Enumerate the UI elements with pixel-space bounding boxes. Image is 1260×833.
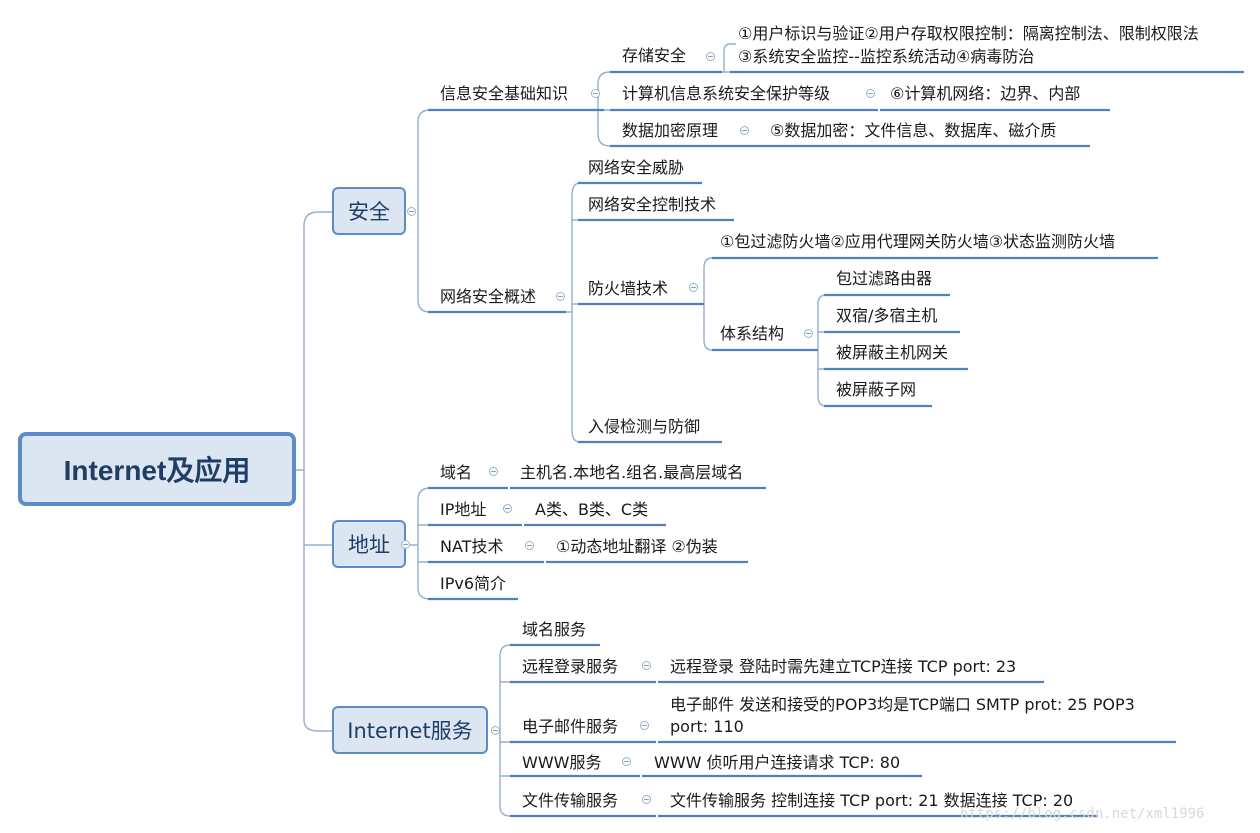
connector-overview [566, 182, 584, 443]
connector-security [417, 109, 440, 313]
topic-arch-item[interactable]: 双宿/多宿主机 [836, 306, 938, 325]
topic-ftp-detail[interactable]: 文件传输服务 控制连接 TCP port: 21 数据连接 TCP: 20 [670, 791, 1074, 810]
collapse-toggle-icon[interactable] [689, 283, 698, 292]
topic-nat-detail[interactable]: ①动态地址翻译 ②伪装 [556, 537, 718, 556]
topic-arch-item[interactable]: 包过滤路由器 [836, 269, 933, 288]
topic-firewall[interactable]: 防火墙技术 [588, 279, 669, 298]
collapse-toggle-icon[interactable] [622, 757, 631, 766]
collapse-toggle-icon[interactable] [640, 721, 649, 730]
topic-email-service[interactable]: 电子邮件服务 [522, 717, 619, 736]
branch-services[interactable]: Internet服务 [332, 706, 488, 754]
topic-storage-detail-1[interactable]: ①用户标识与验证②用户存取权限控制：隔离控制法、限制权限法 [738, 24, 1199, 43]
collapse-toggle-icon[interactable] [740, 126, 749, 135]
collapse-toggle-icon[interactable] [706, 52, 715, 61]
collapse-toggle-icon[interactable] [491, 726, 500, 735]
topic-nat[interactable]: NAT技术 [440, 537, 504, 556]
topic-threats[interactable]: 网络安全威胁 [588, 158, 685, 177]
connector-root [296, 211, 332, 732]
central-topic[interactable]: Internet及应用 [18, 432, 296, 506]
topic-remote-detail[interactable]: 远程登录 登陆时需先建立TCP连接 TCP port: 23 [670, 657, 1017, 676]
collapse-toggle-icon[interactable] [489, 467, 498, 476]
topic-arch-item[interactable]: 被屏蔽主机网关 [836, 343, 949, 362]
topic-storage[interactable]: 存储安全 [622, 46, 687, 65]
topic-ipv6[interactable]: IPv6简介 [440, 574, 507, 593]
connector-storage [720, 43, 736, 73]
connector-address [406, 487, 436, 600]
collapse-toggle-icon[interactable] [591, 89, 600, 98]
collapse-toggle-icon[interactable] [401, 540, 410, 549]
topic-basics[interactable]: 信息安全基础知识 [440, 84, 569, 103]
branch-security[interactable]: 安全 [332, 187, 406, 235]
topic-www-service[interactable]: WWW服务 [522, 753, 602, 772]
topic-arch-item[interactable]: 被屏蔽子网 [836, 380, 917, 399]
topic-ids[interactable]: 入侵检测与防御 [588, 417, 701, 436]
collapse-toggle-icon[interactable] [503, 504, 512, 513]
collapse-toggle-icon[interactable] [525, 541, 534, 550]
topic-ip-address[interactable]: IP地址 [440, 500, 487, 519]
topic-firewall-types[interactable]: ①包过滤防火墙②应用代理网关防火墙③状态监测防火墙 [720, 232, 1116, 251]
topic-remote-login[interactable]: 远程登录服务 [522, 657, 619, 676]
collapse-toggle-icon[interactable] [642, 661, 651, 670]
topic-protection-level[interactable]: 计算机信息系统安全保护等级 [622, 84, 831, 103]
collapse-toggle-icon[interactable] [407, 207, 416, 216]
topic-email-detail[interactable]: 电子邮件 发送和接受的POP3均是TCP端口 SMTP prot: 25 POP… [670, 695, 1135, 736]
collapse-toggle-icon[interactable] [804, 329, 813, 338]
topic-dns-service[interactable]: 域名服务 [522, 620, 587, 639]
collapse-toggle-icon[interactable] [642, 795, 651, 804]
topic-protection-detail[interactable]: ⑥计算机网络：边界、内部 [890, 84, 1081, 103]
collapse-toggle-icon[interactable] [556, 292, 565, 301]
topic-www-detail[interactable]: WWW 侦听用户连接请求 TCP: 80 [654, 753, 901, 772]
topic-overview[interactable]: 网络安全概述 [440, 287, 537, 306]
topic-ftp-service[interactable]: 文件传输服务 [522, 791, 619, 810]
connector-services [499, 644, 516, 817]
topic-storage-detail-2[interactable]: ③系统安全监控--监控系统活动④病毒防治 [738, 47, 1035, 66]
topic-domain-detail[interactable]: 主机名.本地名.组名.最高层域名 [520, 463, 744, 482]
collapse-toggle-icon[interactable] [866, 89, 875, 98]
topic-encryption[interactable]: 数据加密原理 [622, 121, 719, 140]
topic-domain[interactable]: 域名 [440, 463, 473, 482]
connector-firewall [700, 257, 718, 351]
branch-address[interactable]: 地址 [332, 520, 406, 568]
watermark: https://blog.csdn.net/xml1996 [960, 806, 1205, 822]
topic-control[interactable]: 网络安全控制技术 [588, 195, 717, 214]
topic-architecture[interactable]: 体系结构 [720, 324, 785, 343]
topic-ip-detail[interactable]: A类、B类、C类 [535, 500, 649, 519]
topic-encryption-detail[interactable]: ⑤数据加密：文件信息、数据库、磁介质 [770, 121, 1057, 140]
